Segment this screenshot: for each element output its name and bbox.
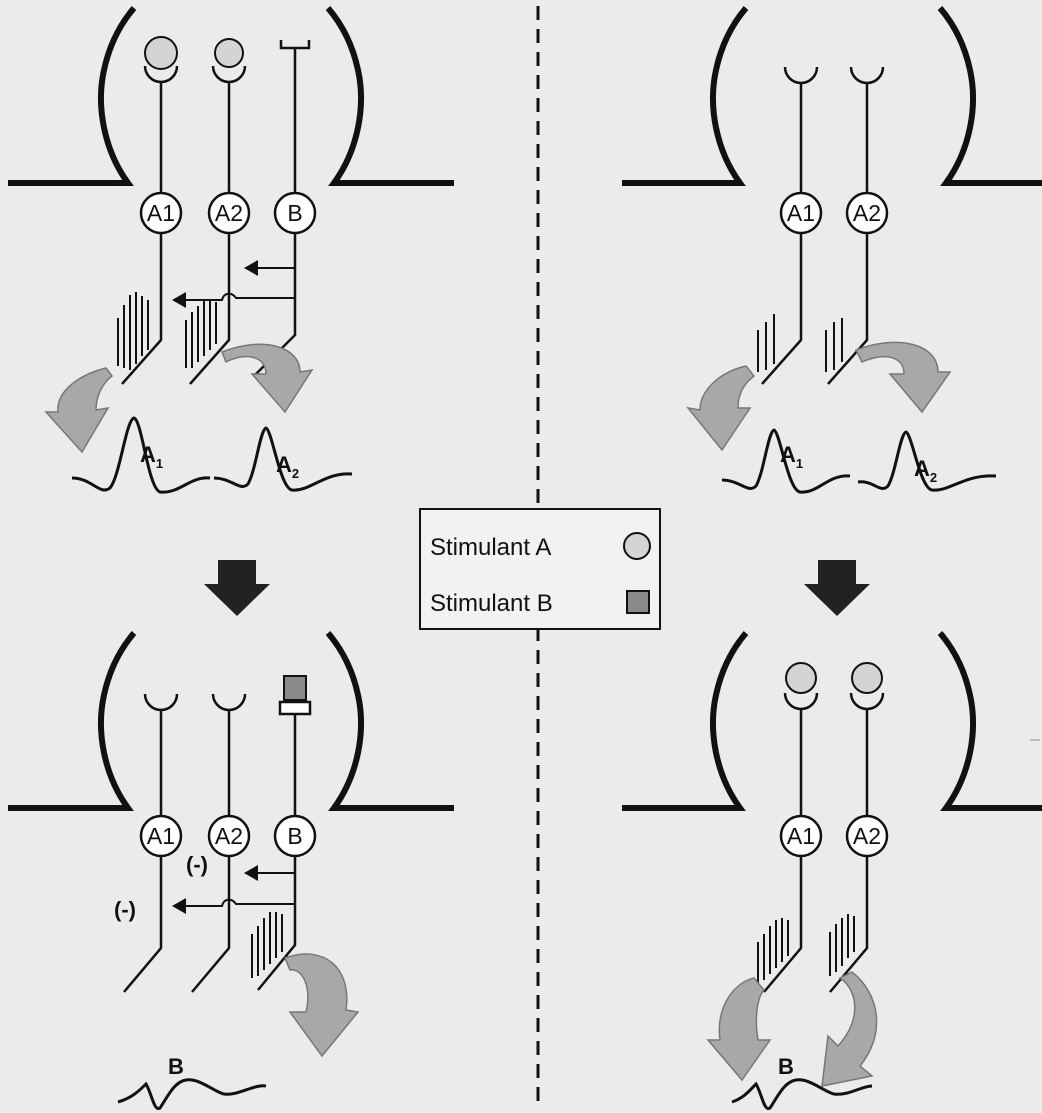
output-arrow <box>822 972 877 1086</box>
receptor-cup <box>851 67 883 83</box>
neuron-a2-label: A2 <box>853 823 881 849</box>
output-arrow <box>285 954 358 1056</box>
legend-swatch-stimulant-b <box>627 591 649 613</box>
inhibition-label: (-) <box>186 852 208 877</box>
synapse-terminal <box>244 865 258 881</box>
receptor-cup <box>213 694 245 710</box>
waveform-b <box>732 1080 872 1109</box>
transition-arrow-left <box>204 560 270 616</box>
neuron-a1-label: A1 <box>147 823 175 849</box>
membrane-outline <box>328 633 454 808</box>
membrane-outline <box>8 633 134 808</box>
waveform-a1-label: A1 <box>780 442 803 471</box>
inhibition-label: (-) <box>114 897 136 922</box>
output-arrow <box>688 366 754 450</box>
waveform-a2-label: A2 <box>914 456 937 485</box>
receptor-cup <box>213 66 245 82</box>
panel-top-left: A1 A2 B A1 A2 <box>8 8 454 492</box>
waveform-b-label: B <box>168 1054 184 1079</box>
legend: Stimulant A Stimulant B <box>420 509 660 629</box>
neuron-a2-label: A2 <box>215 200 243 226</box>
output-arrow <box>222 344 312 412</box>
waveform-b <box>118 1080 266 1109</box>
panel-bottom-left: A1 A2 B (-) (-) B <box>8 633 454 1109</box>
transition-arrow-right <box>804 560 870 616</box>
waveform-a1-label: A1 <box>140 442 163 471</box>
neuron-a2-label: A2 <box>215 823 243 849</box>
receptor-cup <box>785 67 817 83</box>
waveform-b-label: B <box>778 1054 794 1079</box>
neuron-b-label: B <box>287 200 302 226</box>
receptor-b-bound <box>280 702 310 714</box>
panel-top-right: A1 A2 A1 A2 <box>622 8 1042 492</box>
output-arrow <box>46 368 112 452</box>
legend-label-stimulant-a: Stimulant A <box>430 534 551 561</box>
receptor-b-empty <box>281 40 309 48</box>
neuron-a1-label: A1 <box>147 200 175 226</box>
stimulant-a-molecule <box>215 39 243 67</box>
stimulant-b-molecule <box>284 676 306 700</box>
legend-swatch-stimulant-a <box>624 533 650 559</box>
membrane-outline <box>328 8 454 183</box>
neuron-b-label: B <box>287 823 302 849</box>
membrane-outline <box>622 633 746 808</box>
stimulant-a-molecule <box>145 37 177 69</box>
receptor-cup <box>145 694 177 710</box>
stimulant-a-molecule <box>852 663 882 693</box>
membrane-outline <box>622 8 746 183</box>
neuron-a2-label: A2 <box>853 200 881 226</box>
waveform-a2-label: A2 <box>276 452 299 481</box>
receptor-cup <box>851 693 883 709</box>
membrane-outline <box>8 8 134 183</box>
synapse-terminal <box>172 898 186 914</box>
neuron-a1-label: A1 <box>787 823 815 849</box>
output-arrow <box>856 342 950 412</box>
synapse-terminal <box>244 260 258 276</box>
membrane-outline <box>940 633 1042 808</box>
receptor-cup <box>785 693 817 709</box>
output-arrow <box>708 978 770 1080</box>
neuron-a1-label: A1 <box>787 200 815 226</box>
synapse-terminal <box>172 292 186 308</box>
membrane-outline <box>940 8 1042 183</box>
stimulant-a-molecule <box>786 663 816 693</box>
panel-bottom-right: A1 A2 B <box>622 633 1042 1109</box>
legend-label-stimulant-b: Stimulant B <box>430 590 553 617</box>
